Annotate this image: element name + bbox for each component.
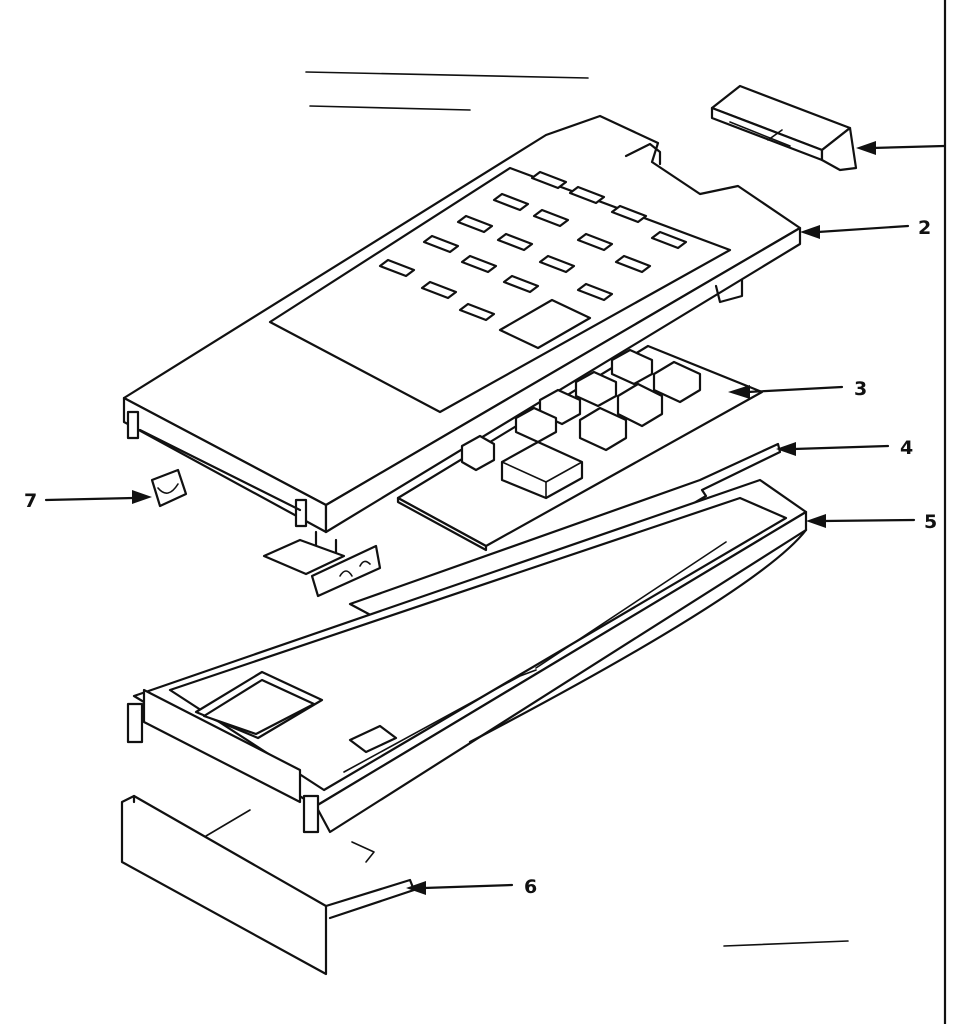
callout-4-label: 4 <box>900 437 913 459</box>
part-7-side-clip <box>150 468 188 508</box>
callout-3-label: 3 <box>854 378 867 400</box>
part-2-top-case <box>122 114 802 556</box>
callout-4: 4 <box>776 437 913 459</box>
board-components <box>460 348 702 500</box>
callout-6-label: 6 <box>524 876 537 898</box>
scan-marks <box>305 0 947 1024</box>
callout-5-label: 5 <box>924 511 937 533</box>
callout-6: 6 <box>406 876 537 898</box>
callout-7-label: 7 <box>24 490 37 512</box>
callouts: 2 3 4 5 6 7 <box>24 141 946 898</box>
callout-2: 2 <box>800 217 931 239</box>
part-1-top-clip <box>710 84 858 172</box>
callout-2-label: 2 <box>918 217 931 239</box>
part-6-battery-door <box>120 794 416 976</box>
callout-5: 5 <box>806 511 937 533</box>
callout-7: 7 <box>24 490 152 512</box>
battery-contacts <box>262 538 382 598</box>
part-5-bottom-case <box>126 478 808 834</box>
keypad-keys <box>378 170 688 322</box>
callout-1 <box>856 141 946 155</box>
callout-3: 3 <box>728 378 867 400</box>
part-3-circuit-board <box>396 344 764 552</box>
